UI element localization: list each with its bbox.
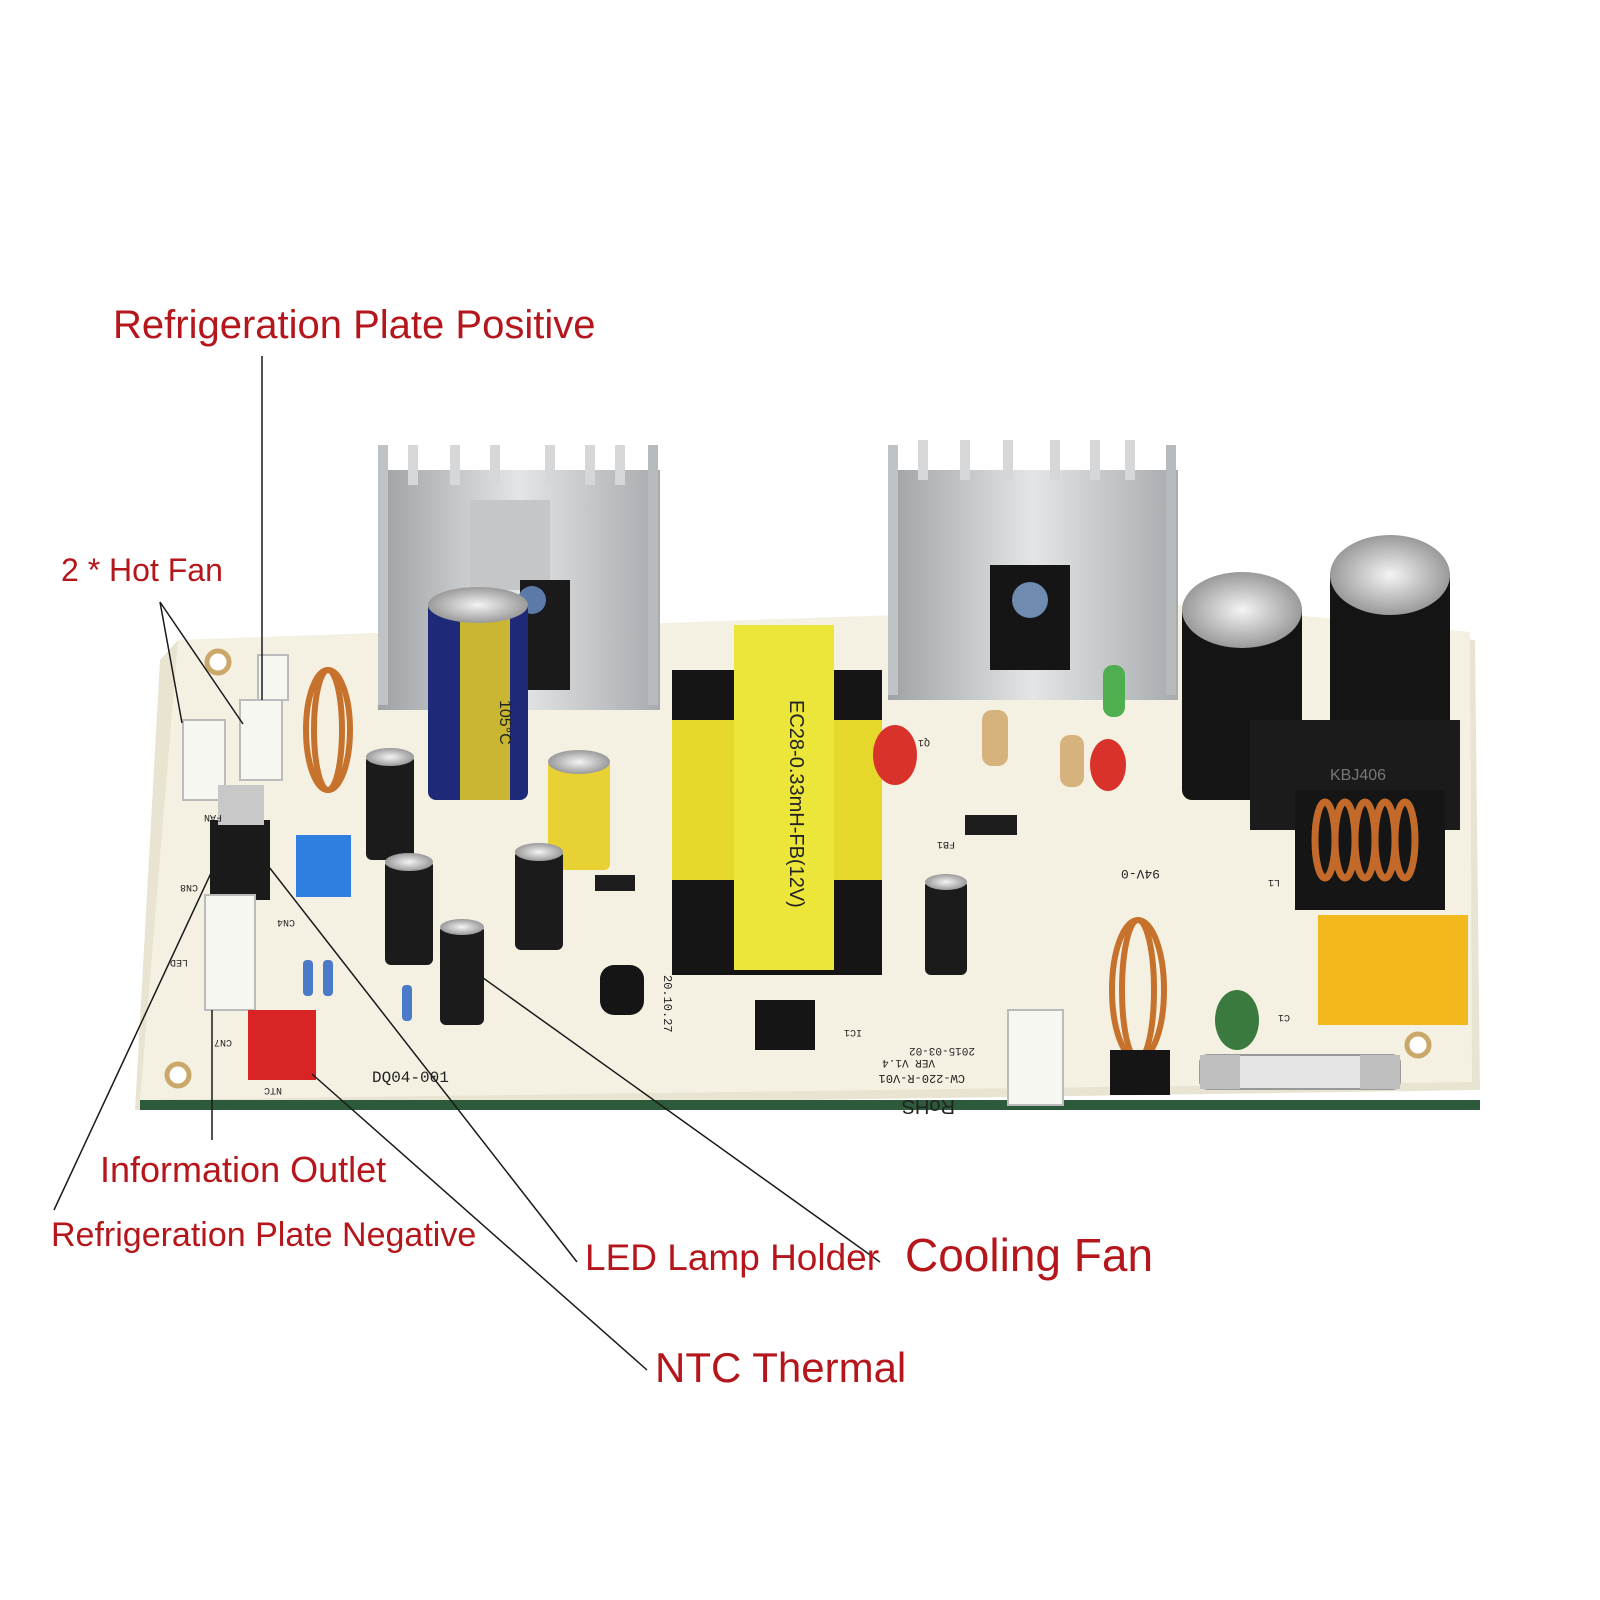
c1-silk-text: C1: [1278, 1011, 1290, 1022]
model-code-text: DQ04-001: [372, 1069, 449, 1087]
connector-ac-input: [1007, 1009, 1064, 1106]
fan-silk-text: FAN: [204, 811, 222, 822]
cn4-silk-text: CN4: [277, 916, 295, 927]
capacitor-rating-text: 105°C: [496, 700, 513, 745]
build-date-text: 20.10.27: [660, 975, 674, 1033]
rectifier-label: KBJ406: [1330, 767, 1386, 784]
leader-ntc-thermal: [311, 1073, 648, 1371]
x-capacitor: [1318, 915, 1468, 1025]
l1-silk-text: L1: [1268, 876, 1280, 887]
fuse: [1199, 1054, 1401, 1090]
version-text: VER V1.4: [882, 1056, 935, 1068]
ic1-silk-text: IC1: [844, 1026, 862, 1037]
callout-ntc-thermal: NTC Thermal: [655, 1344, 906, 1391]
silkscreen-labels: DQ04-001 RoHS CW-220-R-V01 VER V1.4 2015…: [170, 736, 1290, 1117]
callout-refrigeration-plate-negative: Refrigeration Plate Negative: [51, 1216, 476, 1254]
capacitors-black: [366, 748, 967, 1025]
transformer: EC28-0.33mH-FB(12V): [672, 625, 882, 975]
cn8-silk-text: CN8: [180, 881, 198, 892]
small-ics: [595, 815, 1170, 1095]
callouts: Refrigeration Plate Positive 2 * Hot Fan…: [51, 303, 1153, 1391]
resistors: [303, 665, 1125, 1021]
connector-hot-fan-1: [182, 719, 226, 801]
led-silk-text: LED: [170, 956, 188, 967]
rohs-text: RoHS: [902, 1095, 955, 1117]
cn7-silk-text: CN7: [214, 1036, 232, 1047]
fb1-silk-text: FB1: [937, 838, 955, 849]
leader-cooling-fan: [457, 959, 881, 1263]
connector-plate-negative: [210, 785, 270, 900]
q1-silk-text: Q1: [918, 736, 930, 747]
inductor-left: [303, 667, 353, 793]
rating-text: 94V-0: [1121, 866, 1160, 881]
mounting-holes: [164, 648, 1432, 1089]
callout-hot-fan: 2 * Hot Fan: [61, 552, 223, 588]
connector-ntc-red: [248, 1010, 316, 1080]
ceramic-capacitors: [873, 725, 1259, 1050]
connector-led-blue: [296, 835, 351, 897]
board-id-text: CW-220-R-V01: [879, 1071, 965, 1085]
choke-right: [1295, 790, 1445, 910]
connector-hot-fan-2: [239, 699, 283, 781]
heatsink-left: [378, 445, 660, 710]
leader-plate-negative: [53, 857, 219, 1211]
ntc-silk-text: NTC: [264, 1084, 282, 1095]
date-text: 2015-03-02: [909, 1044, 975, 1056]
connector-plate-positive: [257, 654, 289, 701]
callout-cooling-fan: Cooling Fan: [905, 1229, 1153, 1281]
transformer-label: EC28-0.33mH-FB(12V): [785, 700, 807, 908]
callout-information-outlet: Information Outlet: [100, 1149, 386, 1190]
heatsink-right: [888, 440, 1178, 700]
capacitor-blue: 105°C: [428, 587, 528, 800]
leader-led-lamp-holder: [261, 857, 578, 1263]
leader-hot-fan-a: [159, 601, 183, 724]
callout-led-lamp-holder: LED Lamp Holder: [585, 1237, 879, 1278]
capacitor-yellow: [548, 750, 610, 870]
callout-refrigeration-plate-positive: Refrigeration Plate Positive: [113, 303, 595, 347]
leader-lines: [53, 356, 881, 1371]
connector-information-outlet: [204, 894, 256, 1011]
leader-hot-fan-b: [159, 601, 244, 725]
